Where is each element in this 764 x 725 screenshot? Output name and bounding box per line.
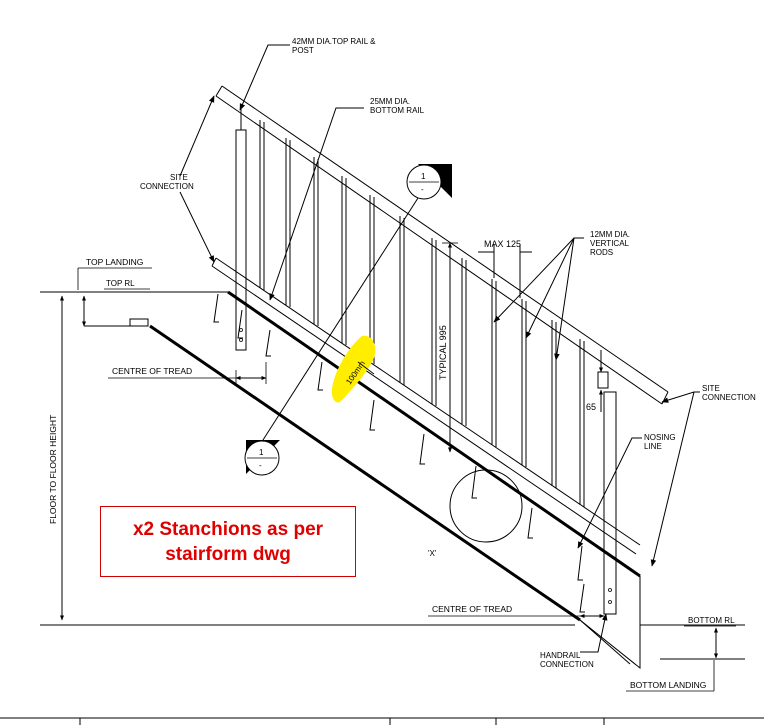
top-rl-label: TOP RL: [106, 279, 135, 288]
site-connection-right-label-1: SITE: [702, 384, 720, 393]
handrail-connection-label-2: CONNECTION: [540, 660, 594, 669]
max-spacing-label: MAX 125: [484, 239, 521, 249]
stanchion-note: x2 Stanchions as per stairform dwg: [100, 506, 356, 577]
section-top-sub: -: [421, 185, 424, 194]
section-top-number: 1: [421, 172, 426, 181]
section-marker-top: 1 -: [253, 164, 452, 455]
section-marker-bottom: 1 -: [244, 440, 280, 476]
typical-height-dimension: TYPICAL 995: [438, 242, 458, 453]
detail-x-callout: 'X': [428, 469, 523, 558]
detail-x-label: 'X': [428, 549, 437, 558]
post-offset-label: 65: [586, 402, 596, 412]
centre-of-tread-bottom-label: CENTRE OF TREAD: [432, 604, 512, 614]
site-connection-right-label-2: CONNECTION: [702, 393, 756, 402]
vertical-rods-label-2: VERTICAL: [590, 239, 630, 248]
vertical-rods: [259, 120, 585, 507]
site-connection-left-label-2: CONNECTION: [140, 182, 194, 191]
vertical-rods-label-3: RODS: [590, 248, 613, 257]
posts: [235, 108, 617, 615]
top-rail-label-2: POST: [292, 46, 314, 55]
section-bottom-number: 1: [259, 448, 264, 457]
bottom-rail-label-1: 25MM DIA.: [370, 97, 410, 106]
vertical-rods-label-1: 12MM DIA.: [590, 230, 630, 239]
centre-of-tread-top: CENTRE OF TREAD: [108, 362, 267, 384]
bottom-levels: BOTTOM RL BOTTOM LANDING: [626, 616, 736, 692]
level-lines: [40, 267, 745, 660]
typical-height-label: TYPICAL 995: [438, 325, 448, 380]
nosing-line-label-1: NOSING: [644, 433, 676, 442]
bottom-rail-label-2: BOTTOM RAIL: [370, 106, 425, 115]
floor-to-floor-dimension: [60, 295, 149, 621]
stair-stringer: [149, 290, 641, 670]
leader-lines: [179, 44, 700, 653]
centre-of-tread-top-label: CENTRE OF TREAD: [112, 366, 192, 376]
stanchion-note-line-1: x2 Stanchions as per: [132, 518, 324, 540]
section-bottom-sub: -: [259, 461, 262, 470]
max-spacing-dimension: MAX 125: [478, 239, 532, 298]
centre-of-tread-bottom: CENTRE OF TREAD: [428, 604, 605, 618]
bottom-rl-label: BOTTOM RL: [688, 616, 735, 625]
handrail-connection-label-1: HANDRAIL: [540, 651, 581, 660]
site-connection-left-label-1: SITE: [170, 173, 188, 182]
highlight-marker: [331, 335, 376, 403]
top-rail-label-1: 42MM DIA.TOP RAIL &: [292, 37, 376, 46]
bottom-landing-label: BOTTOM LANDING: [630, 680, 706, 690]
tread-nosings: [213, 293, 585, 613]
title-block-edge: [0, 717, 764, 725]
stanchion-note-line-2: stairform dwg: [165, 543, 291, 565]
post-offset-dimension: 65: [586, 350, 609, 412]
nosing-line-label-2: LINE: [644, 442, 662, 451]
floor-to-floor-label: FLOOR TO FLOOR HEIGHT: [48, 415, 58, 524]
top-landing-label: TOP LANDING: [86, 257, 143, 267]
